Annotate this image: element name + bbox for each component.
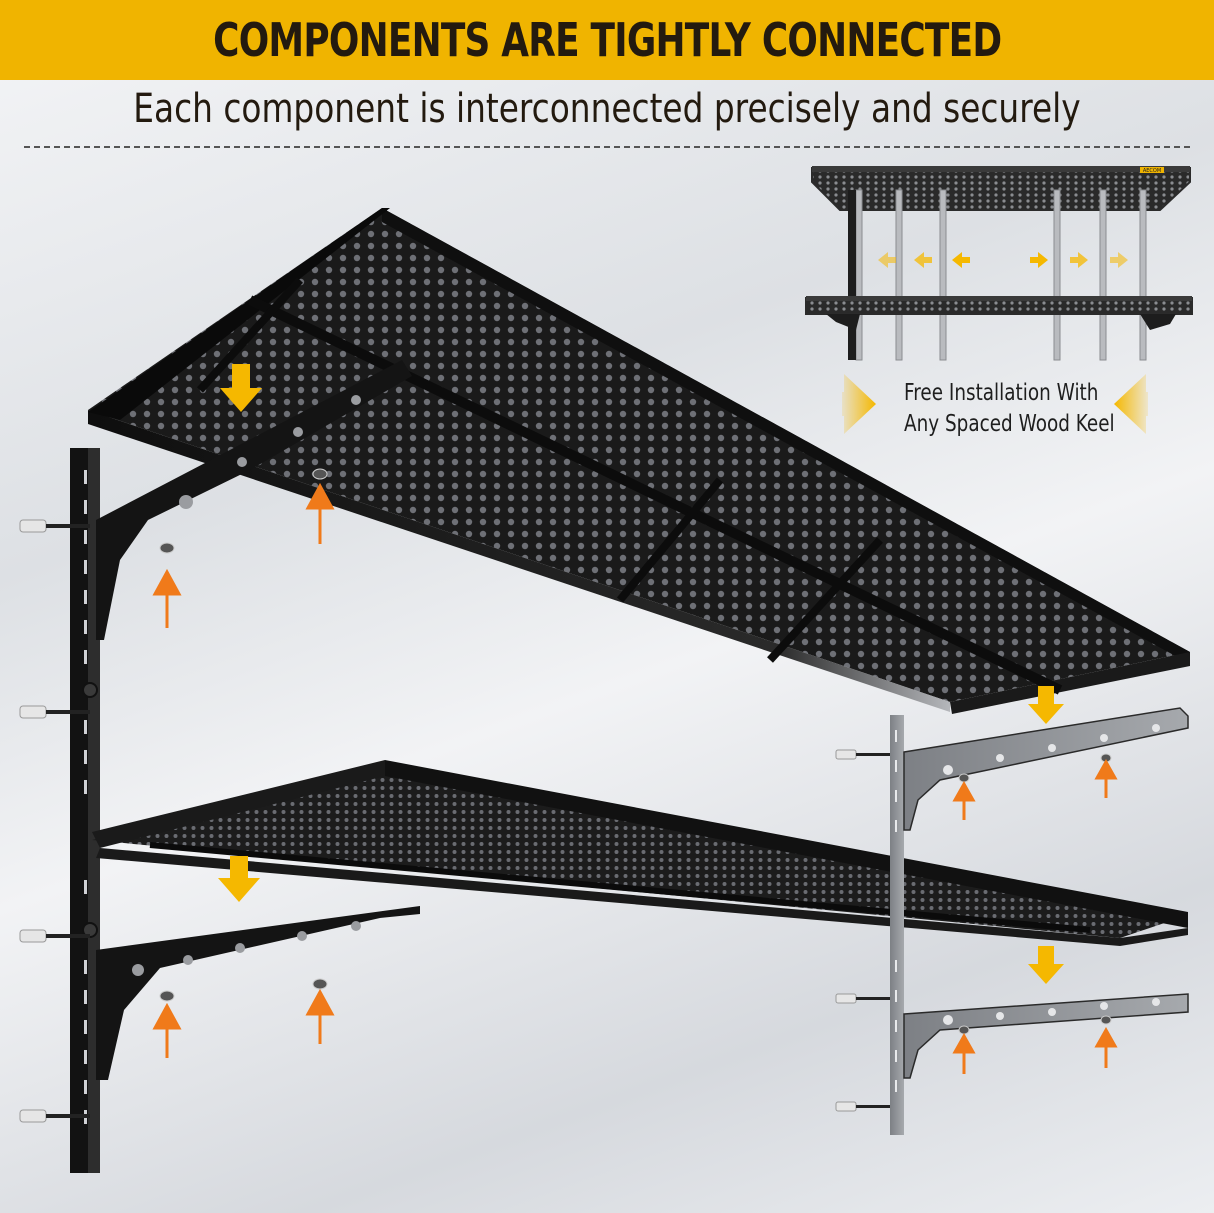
fasteners: [159, 468, 1112, 1035]
inset-arrow-right: [842, 374, 876, 434]
orange-up-arrows: [152, 482, 1118, 1074]
upper-shelf: [88, 208, 1190, 714]
right-upright: [890, 715, 904, 1135]
banner-title: COMPONENTS ARE TIGHTLY CONNECTED: [212, 13, 1002, 67]
inset-arrows: [878, 252, 1128, 268]
inset-brand-label: AECOM: [1143, 168, 1161, 174]
left-upright: [70, 448, 100, 1173]
inset-brand-tag: [1140, 167, 1164, 173]
right-lower-bracket: [903, 993, 1189, 1079]
inset-caption-line1: Free Installation With: [904, 380, 1099, 406]
title-banner: COMPONENTS ARE TIGHTLY CONNECTED: [0, 0, 1214, 80]
wall-anchors-left: [19, 519, 90, 1123]
yellow-down-arrows: [218, 364, 1064, 984]
inset-arrow-left: [1114, 374, 1148, 434]
inset-caption-line2: Any Spaced Wood Keel: [904, 411, 1115, 437]
subtitle: Each component is interconnected precise…: [133, 86, 1081, 132]
inset-diagram: AECOM: [805, 166, 1193, 434]
lower-shelf: [92, 760, 1188, 946]
lower-bracket: [96, 906, 420, 1080]
wall-anchors-right: [835, 749, 890, 1112]
inset-caption: Free Installation With Any Spaced Wood K…: [904, 378, 1115, 440]
dashed-divider: [24, 146, 1190, 148]
right-upper-bracket: [903, 707, 1189, 831]
upper-bracket: [96, 360, 412, 640]
